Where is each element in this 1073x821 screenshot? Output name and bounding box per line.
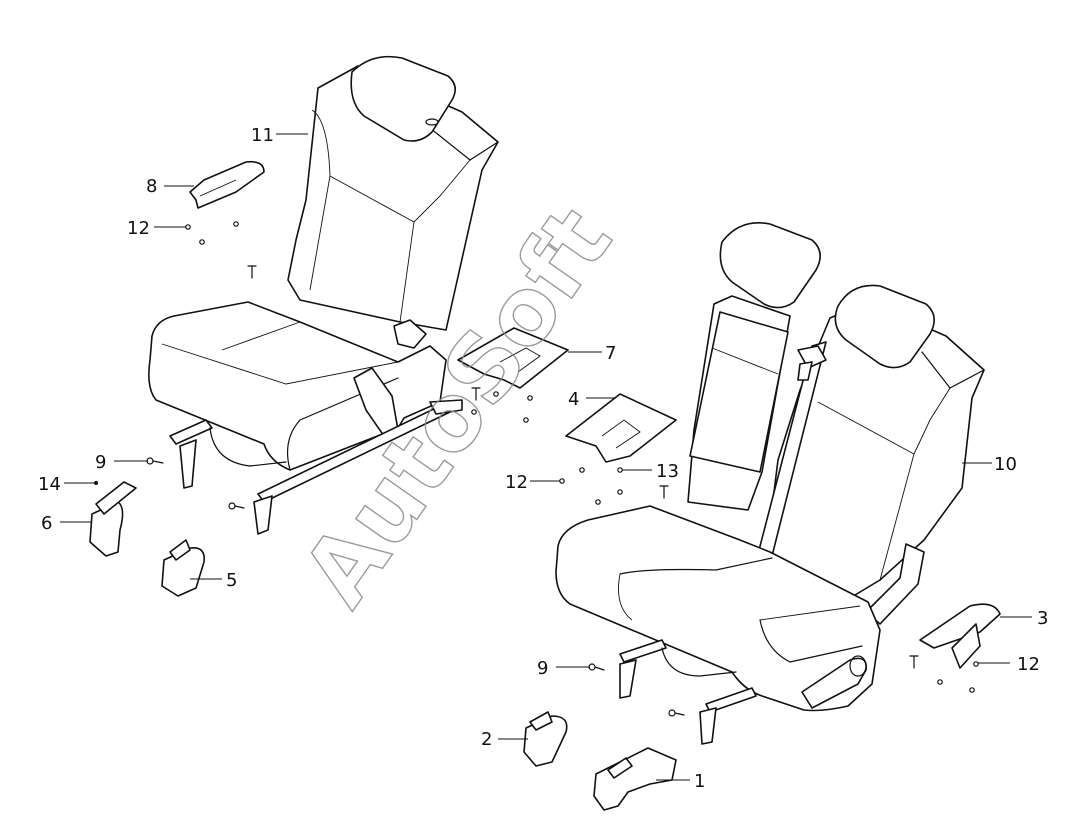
callout-6: 6 bbox=[41, 513, 52, 534]
part-8-cover bbox=[189, 160, 265, 209]
callout-4: 4 bbox=[568, 389, 579, 410]
callout-1: 1 bbox=[694, 771, 705, 792]
small-parts bbox=[89, 160, 1001, 811]
part-4-cover bbox=[565, 393, 677, 463]
callout-14: 14 bbox=[38, 474, 61, 495]
leader-lines bbox=[60, 133, 1032, 781]
callout-2: 2 bbox=[481, 729, 492, 750]
part-7-cover bbox=[457, 327, 569, 389]
callout-13: 13 bbox=[656, 461, 679, 482]
part-3-cover bbox=[919, 603, 1001, 649]
callout-9-right: 9 bbox=[537, 658, 548, 679]
part-5-cover bbox=[161, 546, 206, 597]
callout-11: 11 bbox=[251, 125, 274, 146]
callout-10: 10 bbox=[994, 454, 1017, 475]
right-seat-assembly bbox=[555, 222, 985, 745]
left-seat-assembly bbox=[148, 55, 499, 535]
callout-7: 7 bbox=[605, 343, 616, 364]
callout-3: 3 bbox=[1037, 608, 1048, 629]
callout-12-center: 12 bbox=[505, 472, 528, 493]
callout-labels: 1 2 3 4 5 6 7 8 9 9 10 11 12 12 12 13 14 bbox=[38, 125, 1048, 792]
callout-12-top-left: 12 bbox=[127, 218, 150, 239]
callout-8: 8 bbox=[146, 176, 157, 197]
part-1-cover bbox=[593, 747, 677, 811]
callout-12-right: 12 bbox=[1017, 654, 1040, 675]
callout-9-left: 9 bbox=[95, 452, 106, 473]
fasteners bbox=[94, 221, 979, 717]
callout-5: 5 bbox=[226, 570, 237, 591]
